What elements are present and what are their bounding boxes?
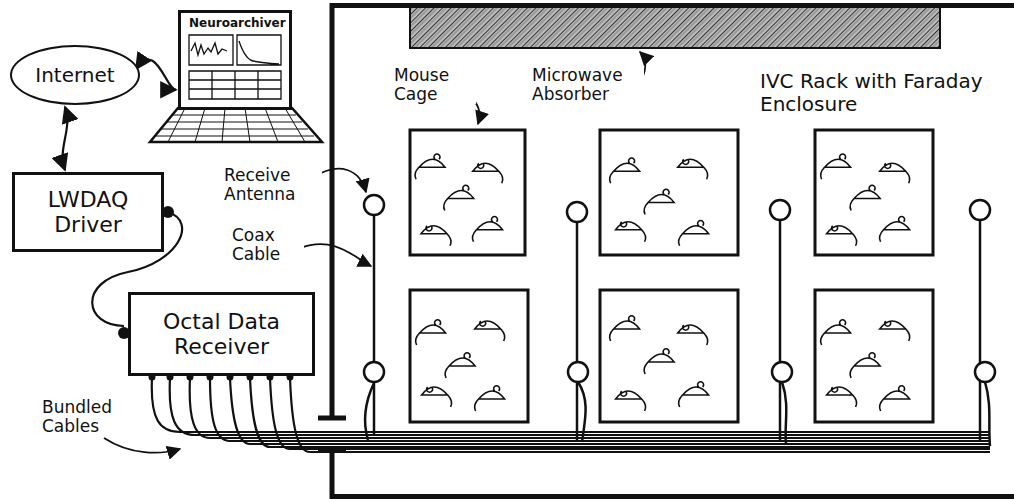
callout-label: Coax Cable: [230, 226, 304, 264]
leader-lines: [104, 52, 645, 453]
connector: [63, 107, 68, 170]
callout-label: Microwave Absorber: [530, 66, 644, 104]
mice: [415, 154, 910, 411]
bundled-cables: [152, 378, 990, 452]
laptop-screen: Neuroarchiver: [178, 10, 292, 110]
screen-plots: [187, 33, 283, 103]
connector: [136, 60, 176, 90]
node-text: Internet: [35, 64, 114, 87]
callout-label: Receive Antenna: [222, 166, 322, 204]
receiver-box: Octal Data Receiver: [128, 292, 315, 376]
node-text: Octal Data Receiver: [139, 309, 304, 360]
node-text: Neuroarchiver: [189, 17, 286, 31]
node-text: LWDAQ Driver: [23, 187, 153, 238]
cloud-ellipse: Internet: [10, 45, 140, 105]
driver-box: LWDAQ Driver: [12, 172, 164, 252]
microwave-absorber: [410, 6, 940, 48]
antennas: [364, 195, 995, 446]
rack-wall: [318, 3, 346, 499]
node-text: IVC Rack with Faraday Enclosure: [760, 70, 1000, 116]
mouse-cages: [410, 130, 933, 422]
callout-label: Mouse Cage: [392, 66, 476, 104]
laptop-keyboard: [150, 108, 322, 142]
callout-label: Bundled Cables: [40, 398, 124, 436]
